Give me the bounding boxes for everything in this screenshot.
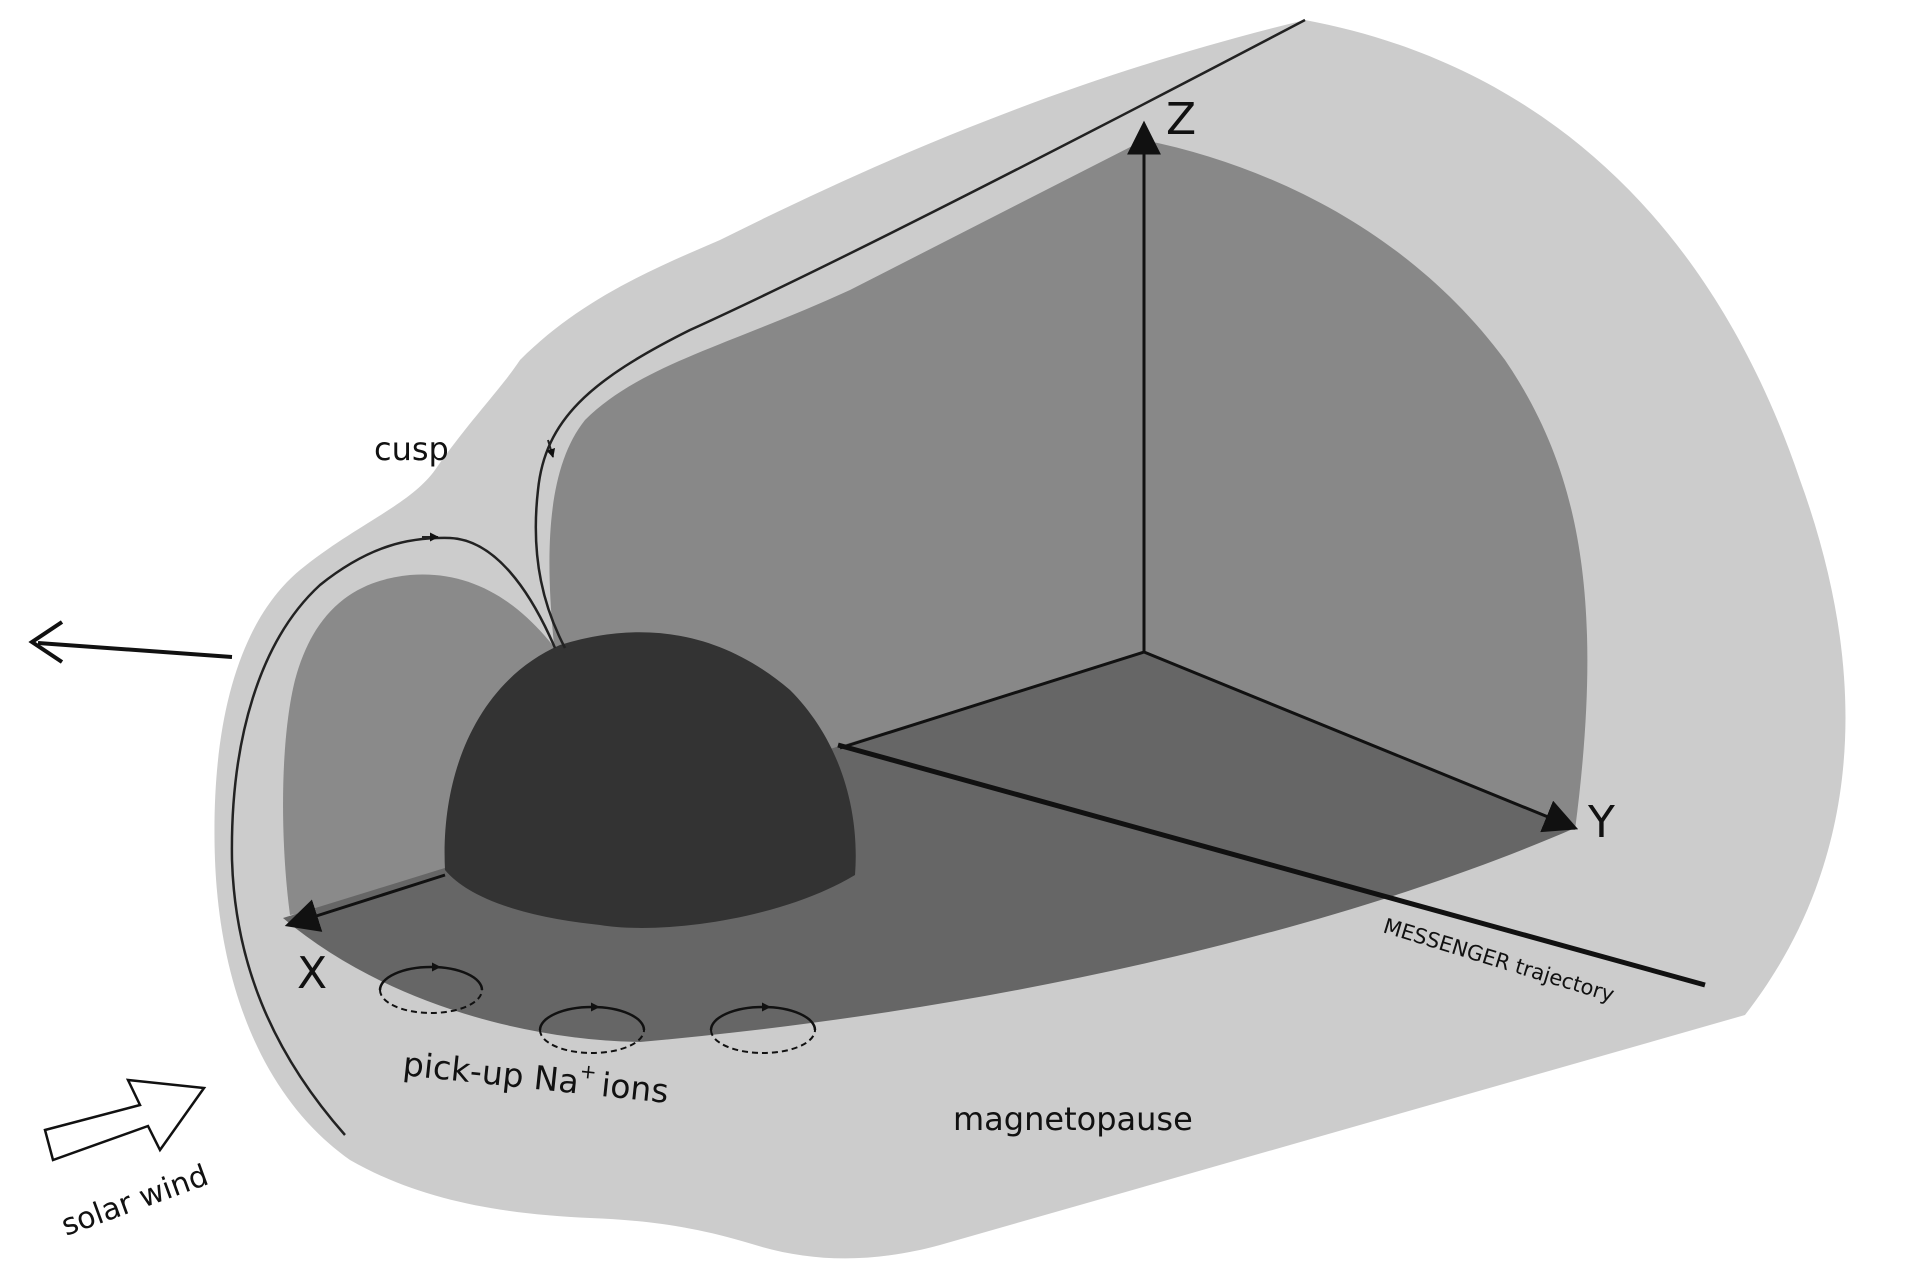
outflow-arrow-head xyxy=(28,620,64,664)
messenger-trajectory xyxy=(837,742,1706,988)
field-line-arrow-1 xyxy=(546,439,556,458)
y-axis xyxy=(1143,650,1579,833)
outflow-arrow xyxy=(37,641,233,659)
y-axis-label: Y xyxy=(1587,797,1615,848)
solar-wind-arrow xyxy=(43,1078,207,1162)
cusp-label: cusp xyxy=(374,430,449,468)
pickup-ions-suffix: ions xyxy=(599,1065,670,1111)
gyro-orbit-2 xyxy=(538,1002,646,1054)
x-axis-visible xyxy=(839,650,1145,750)
solar-wind-label: solar wind xyxy=(57,1158,213,1243)
pickup-ions-superscript: + xyxy=(579,1059,598,1085)
field-line-outer xyxy=(534,18,1306,649)
gyro-orbit-3 xyxy=(709,1002,817,1054)
magnetopause-label: magnetopause xyxy=(953,1100,1193,1138)
x-axis xyxy=(284,873,446,932)
back-wall xyxy=(549,140,1588,880)
floor-plane xyxy=(283,652,1575,1042)
planet-hemisphere xyxy=(444,632,856,928)
field-line-inner xyxy=(230,536,557,1136)
x-axis-label: X xyxy=(297,948,327,999)
gyro-orbit-1 xyxy=(378,962,484,1014)
z-axis-label: Z xyxy=(1166,94,1196,145)
